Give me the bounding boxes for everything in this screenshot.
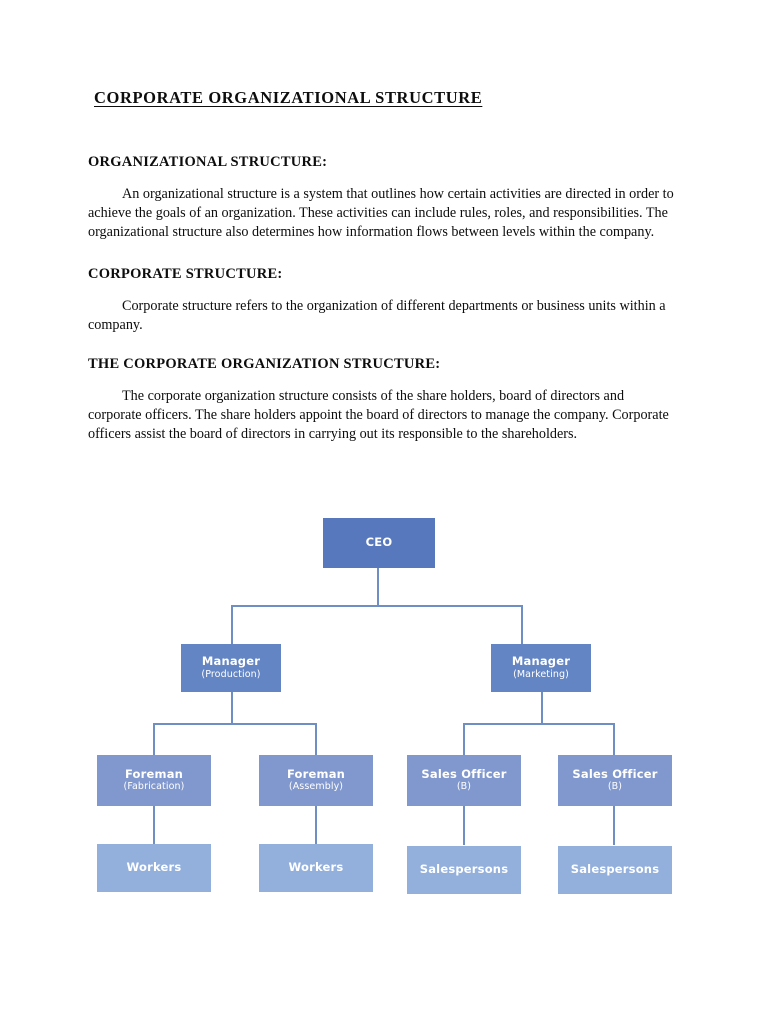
connector-fore-asm-to-workers-b: [315, 806, 317, 845]
org-node-sales-officer-b[interactable]: Sales Officer (B): [558, 755, 672, 806]
org-node-manager-production-sublabel: (Production): [201, 668, 261, 680]
org-node-sales-officer-a[interactable]: Sales Officer (B): [407, 755, 521, 806]
connector-mgr-mkt-to-sales-b: [613, 723, 615, 755]
org-node-sales-officer-b-label: Sales Officer: [572, 766, 658, 781]
page-title: CORPORATE ORGANIZATIONAL STRUCTURE: [94, 88, 483, 107]
org-node-foreman-assembly-label: Foreman: [286, 766, 346, 781]
org-node-sales-officer-a-sublabel: (B): [456, 781, 472, 793]
org-node-foreman-assembly[interactable]: Foreman (Assembly): [259, 755, 373, 806]
org-node-workers-b-label: Workers: [288, 860, 344, 875]
section-paragraph-the-corporate-organization-structure: The corporate organization structure con…: [88, 388, 669, 443]
org-node-manager-marketing-sublabel: (Marketing): [513, 668, 569, 680]
org-node-foreman-fabrication-label: Foreman: [124, 766, 184, 781]
org-node-sales-officer-b-sublabel: (B): [607, 781, 623, 793]
org-node-salespersons-b[interactable]: Salespersons: [558, 846, 672, 894]
document-text-body: CORPORATE ORGANIZATIONAL STRUCTURE ORGAN…: [88, 88, 680, 468]
section-paragraph-corporate-structure: Corporate structure refers to the organi…: [88, 297, 666, 333]
org-node-foreman-assembly-sublabel: (Assembly): [288, 781, 344, 793]
section-heading-organizational-structure: ORGANIZATIONAL STRUCTURE:: [88, 154, 328, 170]
connector-sales-a-to-sp-a: [463, 806, 465, 845]
org-node-manager-marketing[interactable]: Manager (Marketing): [491, 644, 591, 692]
connector-ceo-stem: [377, 568, 379, 606]
connector-ceo-bus: [231, 605, 523, 607]
org-node-ceo-label: CEO: [365, 535, 393, 550]
org-node-workers-b[interactable]: Workers: [259, 844, 373, 892]
org-node-foreman-fabrication[interactable]: Foreman (Fabrication): [97, 755, 211, 806]
connector-fore-fab-to-workers-a: [153, 806, 155, 845]
connector-mgr-prod-to-fore-fab: [153, 723, 155, 755]
section-heading-corporate-structure: CORPORATE STRUCTURE:: [88, 265, 283, 282]
connector-ceo-to-mgr-prod: [231, 605, 233, 645]
connector-mgr-prod-bus: [153, 723, 317, 725]
connector-ceo-to-mgr-mkt: [521, 605, 523, 645]
connector-mgr-mkt-stem: [541, 692, 543, 724]
connector-mgr-prod-stem: [231, 692, 233, 724]
connector-mgr-mkt-to-sales-a: [463, 723, 465, 755]
org-node-foreman-fabrication-sublabel: (Fabrication): [123, 781, 185, 793]
org-node-ceo[interactable]: CEO: [323, 518, 435, 568]
section-paragraph-organizational-structure: An organizational structure is a system …: [88, 186, 674, 240]
section-heading-the-corporate-organization-structure: THE CORPORATE ORGANIZATION STRUCTURE:: [88, 356, 441, 373]
org-node-manager-production-label: Manager: [201, 654, 261, 669]
org-node-manager-production[interactable]: Manager (Production): [181, 644, 281, 692]
connector-sales-b-to-sp-b: [613, 806, 615, 845]
connector-mgr-mkt-bus: [463, 723, 615, 725]
org-node-salespersons-b-label: Salespersons: [570, 862, 660, 877]
org-node-manager-marketing-label: Manager: [511, 654, 571, 669]
org-node-salespersons-a-label: Salespersons: [419, 862, 509, 877]
org-node-workers-a[interactable]: Workers: [97, 844, 211, 892]
connector-mgr-prod-to-fore-asm: [315, 723, 317, 755]
org-node-salespersons-a[interactable]: Salespersons: [407, 846, 521, 894]
org-node-sales-officer-a-label: Sales Officer: [421, 766, 507, 781]
org-node-workers-a-label: Workers: [126, 860, 182, 875]
